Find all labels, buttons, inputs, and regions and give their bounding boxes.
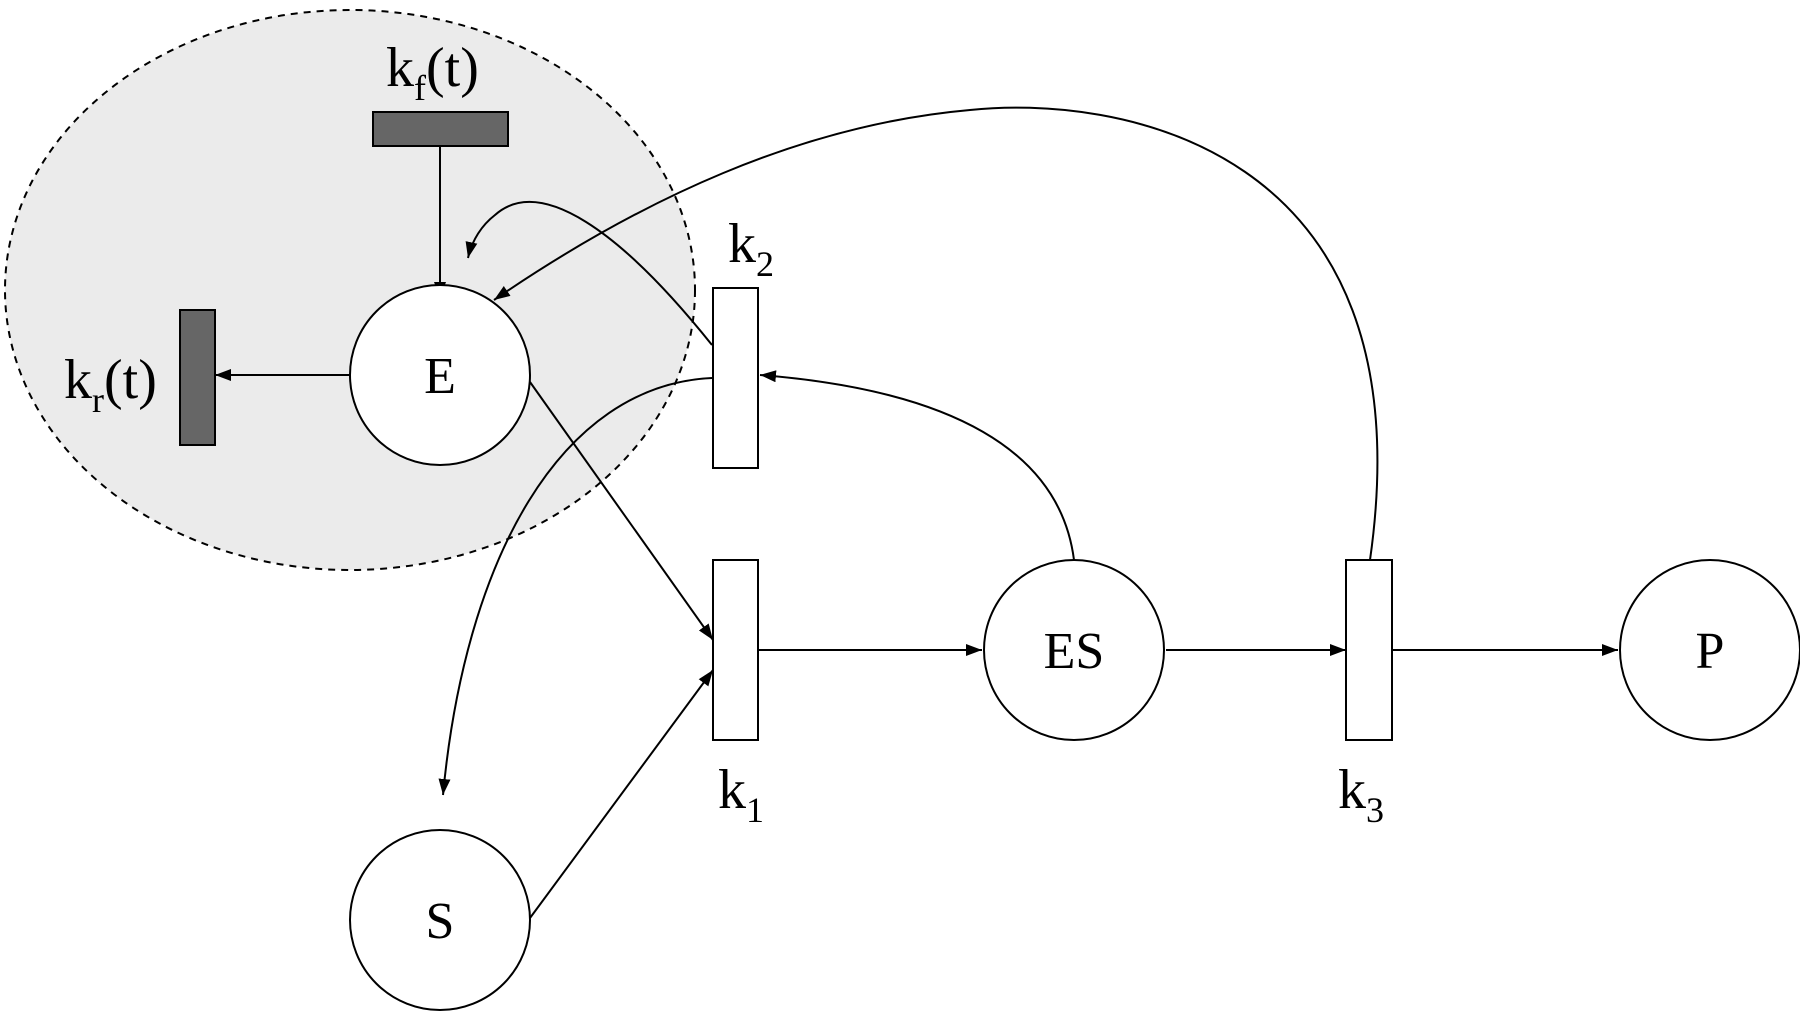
enzyme-region — [4, 9, 696, 571]
arc-es-to-k2 — [759, 370, 1075, 561]
label-kf: kf(t) — [386, 37, 479, 108]
label-kr-sub: r — [92, 380, 104, 420]
place-e-circle — [349, 284, 531, 466]
arc-k2-to-e — [465, 201, 713, 346]
place-p: P — [1619, 559, 1800, 741]
transition-k2 — [712, 287, 759, 469]
arc-e-to-k1 — [529, 381, 714, 641]
label-k1: k1 — [718, 759, 764, 830]
transition-k1 — [712, 559, 759, 741]
place-e: E — [349, 284, 531, 466]
place-p-label: P — [1696, 623, 1725, 680]
place-es-circle — [983, 559, 1165, 741]
arc-s-to-k1 — [529, 669, 714, 919]
label-k3-sub: 3 — [1366, 790, 1384, 830]
transition-k3 — [1345, 559, 1393, 741]
place-es-label: ES — [1044, 623, 1105, 680]
label-kf-sub: f — [414, 68, 426, 108]
transition-kr — [179, 309, 216, 446]
place-e-label: E — [424, 348, 456, 405]
arcs — [215, 106, 1618, 919]
label-k2-base: k — [728, 213, 756, 275]
label-k3: k3 — [1338, 759, 1384, 830]
label-kf-base: k — [386, 37, 414, 99]
label-kr: kr(t) — [64, 349, 157, 420]
arc-k2-to-s — [438, 377, 713, 796]
place-p-circle — [1619, 559, 1800, 741]
label-k3-base: k — [1338, 759, 1366, 821]
label-kf-suffix: (t) — [426, 37, 479, 99]
label-k1-base: k — [718, 759, 746, 821]
label-k1-sub: 1 — [746, 790, 764, 830]
label-k2: k2 — [728, 213, 774, 284]
place-s-circle — [349, 829, 531, 1011]
place-s-label: S — [426, 893, 455, 950]
label-kr-suffix: (t) — [104, 349, 157, 411]
label-kr-base: k — [64, 349, 92, 411]
place-es: ES — [983, 559, 1165, 741]
transition-kf — [372, 111, 509, 147]
label-k2-sub: 2 — [756, 244, 774, 284]
place-s: S — [349, 829, 531, 1011]
arc-k3-to-e — [493, 106, 1379, 561]
